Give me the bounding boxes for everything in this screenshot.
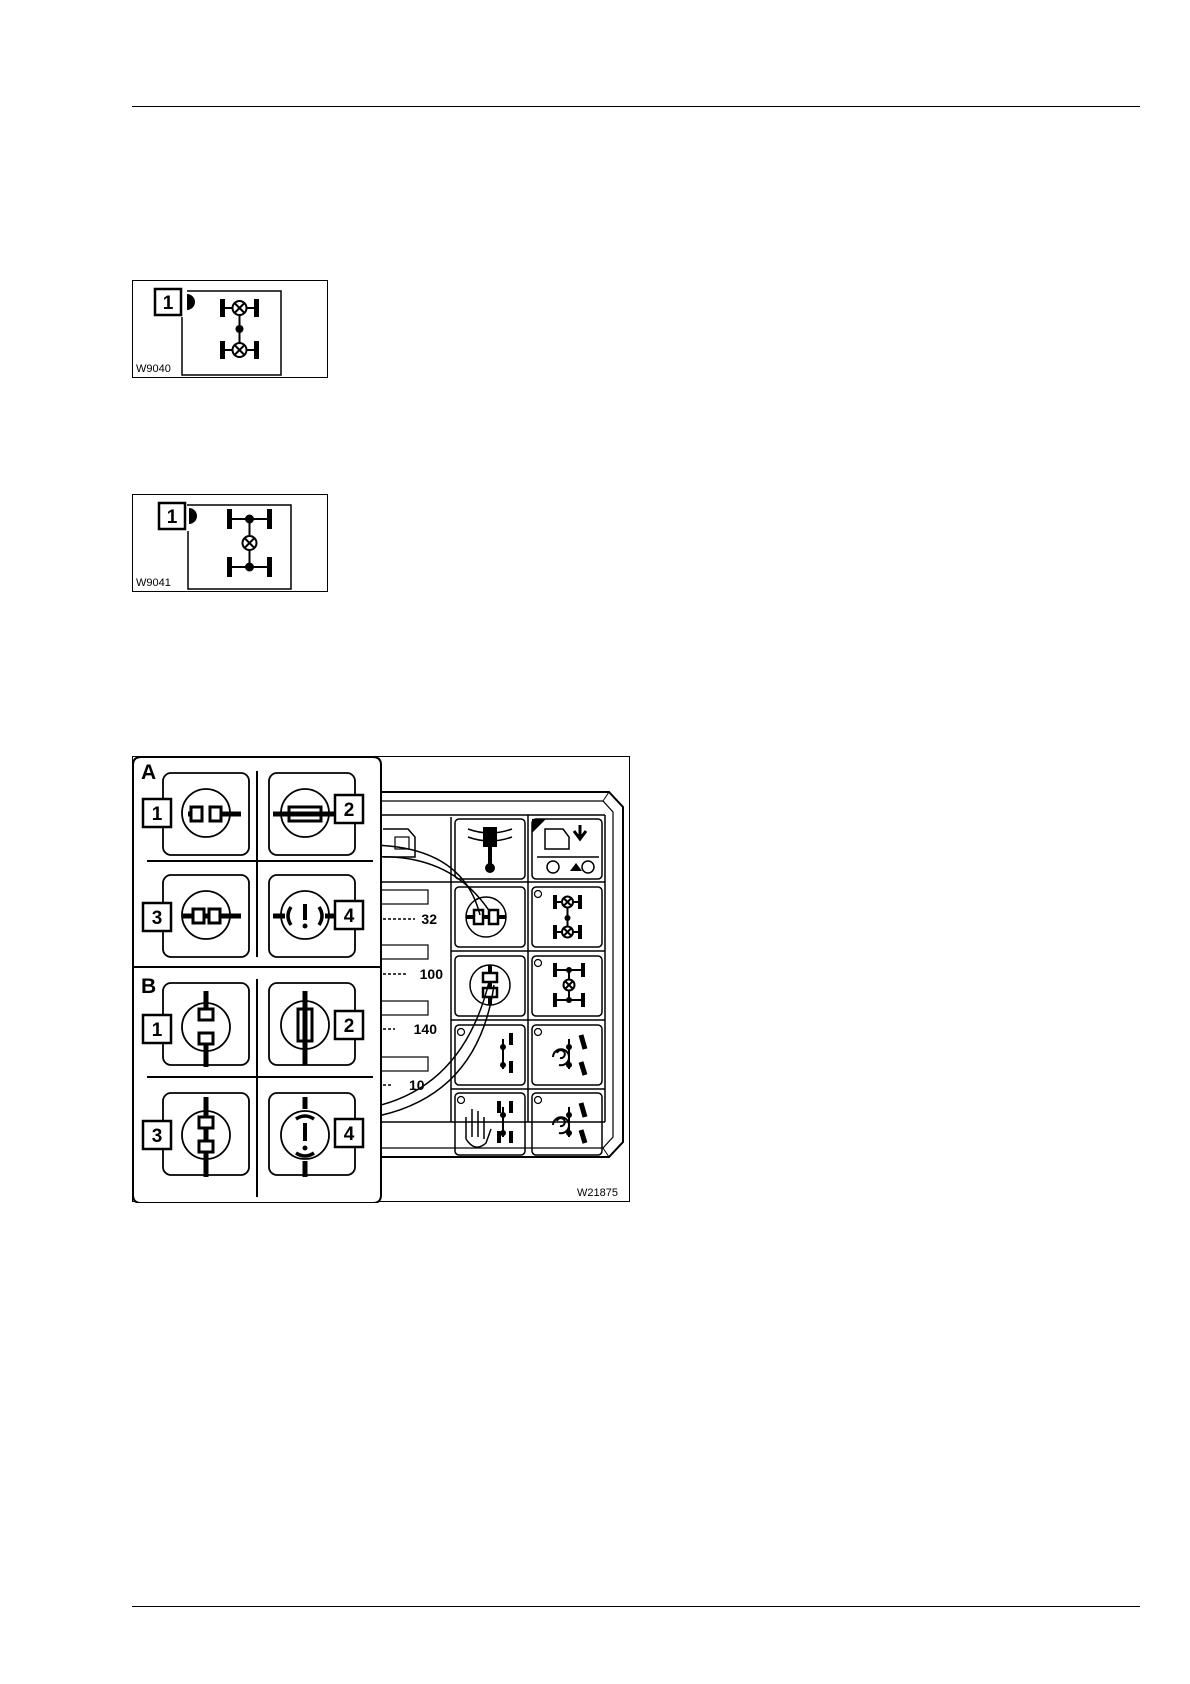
longitudinal-differential-lock-icon <box>227 509 272 577</box>
svg-text:2: 2 <box>344 1016 355 1037</box>
svg-text:2: 2 <box>344 800 355 821</box>
scale-value: 100 <box>420 966 444 982</box>
axle-differential-lock-icon <box>220 299 259 359</box>
header-rule <box>132 106 1140 107</box>
callout-number: 1 <box>167 507 178 528</box>
figure-code: W9041 <box>136 577 171 589</box>
figure-code: W21875 <box>577 1187 618 1199</box>
indicator-lamp-icon <box>189 508 197 524</box>
group-label-a: A <box>141 761 156 784</box>
indicator-lamp-icon <box>187 294 195 310</box>
scale-value: 32 <box>421 911 437 927</box>
figure-w9041: 1 W9041 <box>132 494 328 592</box>
svg-text:4: 4 <box>344 906 355 927</box>
figure-code: W9040 <box>136 363 171 375</box>
group-label-b: B <box>141 975 156 998</box>
footer-rule <box>132 1606 1140 1607</box>
svg-text:3: 3 <box>152 1126 163 1147</box>
control-panel <box>373 792 623 1157</box>
svg-text:1: 1 <box>152 804 163 825</box>
svg-text:4: 4 <box>344 1124 355 1145</box>
figure-w21875: 32 100 140 10 A B <box>132 756 630 1202</box>
scale-value: 140 <box>414 1021 438 1037</box>
callout-number: 1 <box>163 293 174 314</box>
svg-text:1: 1 <box>152 1020 163 1041</box>
figure-w9040: 1 W9040 <box>132 280 328 378</box>
svg-text:3: 3 <box>152 908 163 929</box>
